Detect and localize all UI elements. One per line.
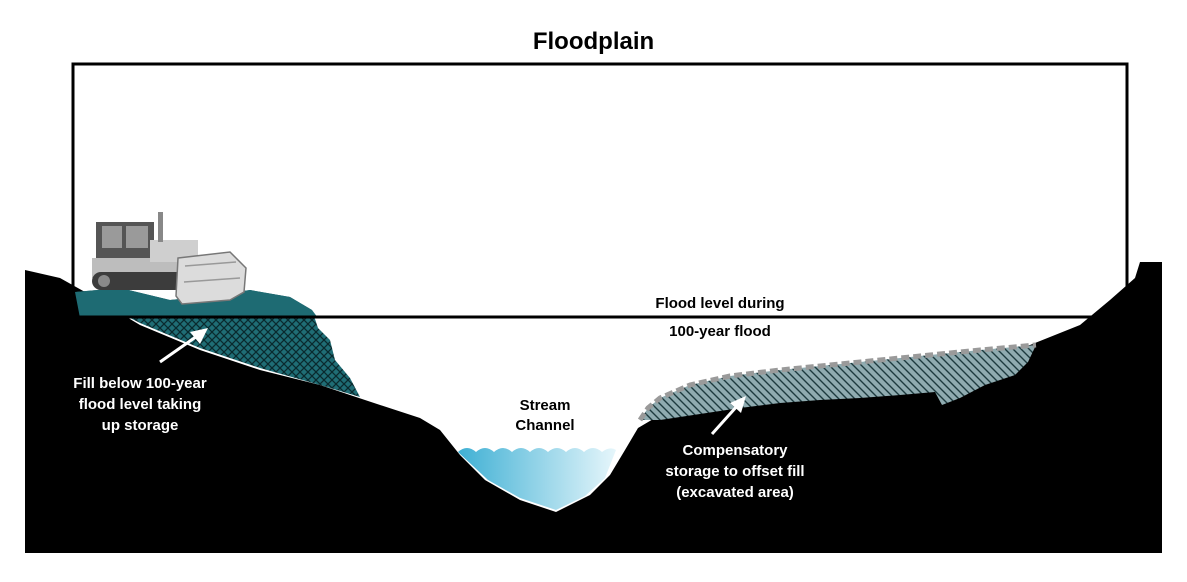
compensatory-arrow [710,396,746,436]
fill-label-line3: up storage [101,417,179,434]
comp-label-line2: storage to offset fill [665,463,805,480]
compensatory-storage-label: Compensatory storage to offset fill (exc… [620,440,850,503]
stream-label-line1: Stream [519,397,571,414]
ground-terrain [25,262,1162,553]
fill-label-line1: Fill below 100-year [73,375,207,392]
fill-label: Fill below 100-year flood level taking u… [40,373,240,436]
stream-label-line2: Channel [515,417,575,434]
stream-water [458,448,616,510]
fill-label-line2: flood level taking [78,396,202,413]
diagram-title: Floodplain [532,28,655,55]
flood-level-label-line2: 100-year flood [669,323,771,340]
stream-channel-label: Stream Channel [490,396,600,436]
bulldozer-icon [92,212,247,305]
flood-level-label-line1: Flood level during [655,295,785,312]
fill-arrow [159,328,208,364]
excavation-dashed-outline [637,342,1037,422]
comp-label-line3: (excavated area) [676,484,794,501]
comp-label-line1: Compensatory [682,442,788,459]
